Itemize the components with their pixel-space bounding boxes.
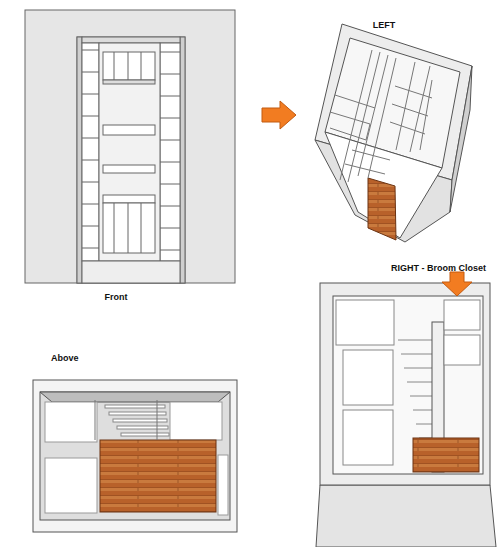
- front-view: [25, 10, 235, 283]
- view-label: LEFT: [373, 20, 396, 30]
- shelf-line: [160, 206, 180, 207]
- shelf-line: [82, 182, 99, 183]
- shelf-line: [404, 368, 432, 369]
- shelf-line: [416, 424, 432, 425]
- shelf-line: [160, 162, 180, 163]
- shelf-line: [82, 160, 99, 161]
- shelf-line: [160, 118, 180, 119]
- right-view: [316, 272, 496, 547]
- shelf-line: [82, 248, 99, 249]
- above-view: [33, 380, 237, 532]
- shelf-line: [398, 340, 432, 341]
- view-label: Above: [51, 353, 79, 363]
- shelf-line: [82, 226, 99, 227]
- shelf-line: [82, 138, 99, 139]
- shelf-line: [410, 396, 432, 397]
- shelf-line: [160, 228, 180, 229]
- shelf-line: [82, 204, 99, 205]
- view-label: Front: [105, 292, 128, 302]
- shelf-line: [82, 94, 99, 95]
- shelf-line: [82, 116, 99, 117]
- left-view: [262, 24, 472, 242]
- slat: [121, 433, 169, 436]
- shelf-line: [160, 184, 180, 185]
- shelf-line: [160, 140, 180, 141]
- shelf-line: [82, 50, 99, 51]
- shelf-line: [401, 354, 432, 355]
- shelf-line: [160, 74, 180, 75]
- shelf-line: [413, 410, 432, 411]
- slat: [117, 426, 168, 429]
- shelf-line: [160, 250, 180, 251]
- view-label: RIGHT - Broom Closet: [391, 263, 486, 273]
- slat: [113, 419, 167, 422]
- shelf-line: [407, 382, 432, 383]
- shelf-line: [160, 52, 180, 53]
- slat: [105, 405, 165, 408]
- shelf-line: [160, 96, 180, 97]
- shelf-line: [82, 72, 99, 73]
